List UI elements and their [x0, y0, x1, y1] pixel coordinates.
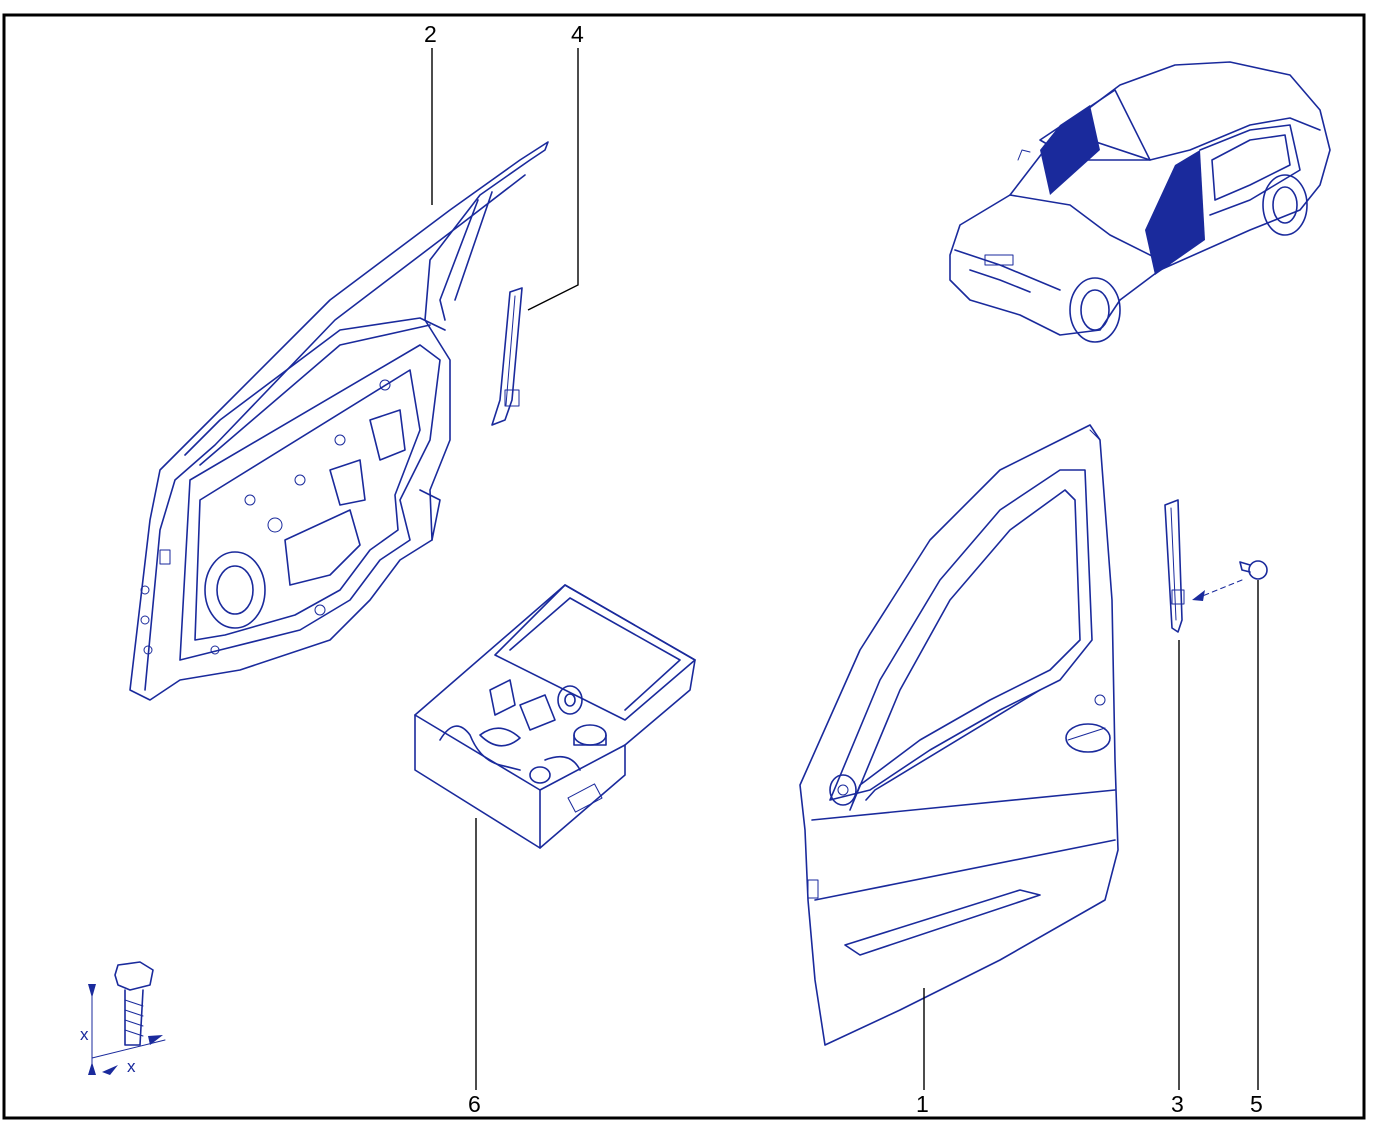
- highlight-door-panel-left: [1040, 105, 1100, 195]
- callout-2: 2: [424, 21, 437, 47]
- bolt-dimension-symbol: x x: [80, 961, 166, 1076]
- screw[interactable]: [1192, 560, 1268, 601]
- window-channel-upper[interactable]: [491, 287, 523, 426]
- callout-4: 4: [571, 21, 584, 47]
- car-overview: [949, 61, 1331, 343]
- highlight-door-panel-right: [1145, 150, 1205, 275]
- fitting-kit-box[interactable]: [414, 584, 696, 849]
- dimension-label-horizontal: x: [127, 1057, 136, 1076]
- front-door-outer[interactable]: [799, 424, 1119, 1046]
- callout-3: 3: [1171, 1091, 1184, 1117]
- callout-1: 1: [916, 1091, 929, 1117]
- leader-part-4: [527, 48, 579, 311]
- door-inner-frame[interactable]: [129, 141, 549, 701]
- window-channel-lower[interactable]: [1164, 499, 1185, 633]
- callout-6: 6: [468, 1091, 481, 1117]
- diagram-frame: [2, 13, 1366, 1120]
- dimension-label-vertical: x: [80, 1025, 89, 1044]
- callout-5: 5: [1250, 1091, 1263, 1117]
